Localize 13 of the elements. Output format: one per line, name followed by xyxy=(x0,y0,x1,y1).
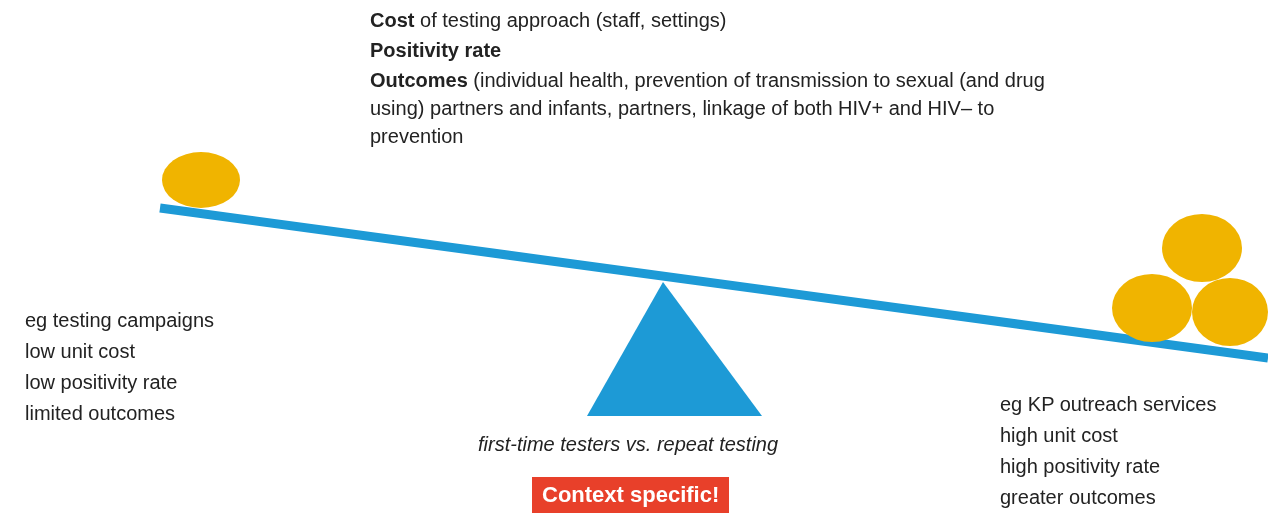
example-text: low unit cost xyxy=(25,339,136,364)
criterion-text: Cost of testing approach (staff, settings) xyxy=(370,8,727,33)
criterion-text: Positivity rate xyxy=(370,38,502,63)
criterion-text: Outcomes (individual health, prevention of transmission to sexual (and drug using) partners and infants, partners, linkage of both HIV+ and HIV– to prevention xyxy=(370,68,1046,149)
example-text: eg KP outreach services xyxy=(1000,392,1217,417)
example-text: high unit cost xyxy=(1000,423,1118,448)
example-text: high positivity rate xyxy=(1000,454,1161,479)
example-text: eg testing campaigns xyxy=(25,308,214,333)
example-text: low positivity rate xyxy=(25,370,178,395)
example-text: greater outcomes xyxy=(1000,485,1156,510)
highlight-banner: Context specific! xyxy=(532,477,730,513)
example-text: limited outcomes xyxy=(25,401,176,426)
caption-text: first-time testers vs. repeat testing xyxy=(478,432,779,457)
